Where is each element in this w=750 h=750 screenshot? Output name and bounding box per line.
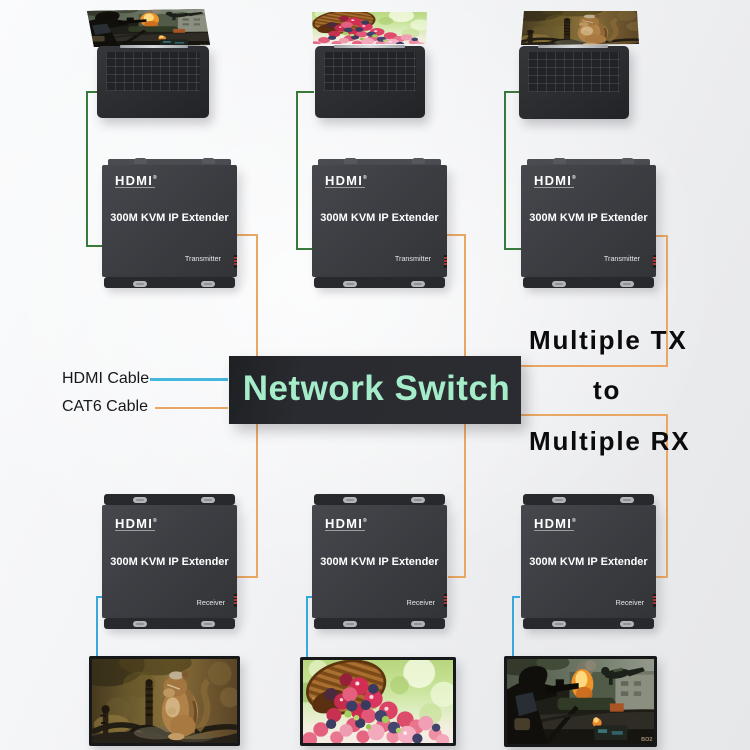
svg-text:BO2: BO2 xyxy=(641,737,652,743)
